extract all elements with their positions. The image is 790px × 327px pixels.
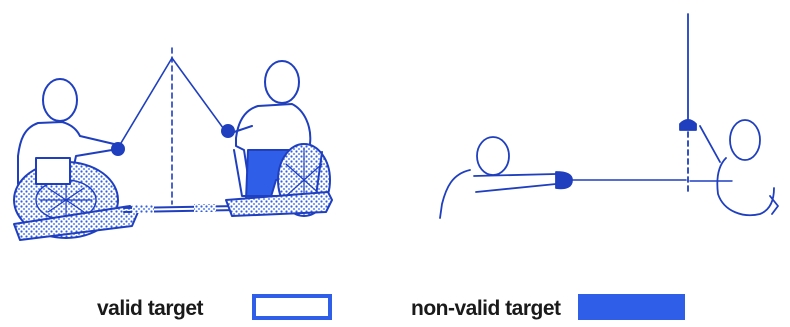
- left-seat: [36, 158, 70, 184]
- defending-fencer-arm: [700, 126, 720, 162]
- right-fencer: [222, 61, 332, 216]
- lunging-fencer-head: [477, 137, 509, 175]
- lunging-fencer-glove: [556, 172, 572, 188]
- left-fencer: [14, 79, 138, 240]
- right-fencer-glove: [222, 125, 234, 137]
- legend-nonvalid-target-swatch: [578, 294, 685, 320]
- defending-fencer-head: [730, 120, 760, 160]
- legend-valid-target-label: valid target: [97, 298, 203, 319]
- lunging-fencer-arm: [474, 174, 556, 192]
- left-fencer-glove: [112, 143, 124, 155]
- right-scene-target-demo: [440, 14, 778, 218]
- left-fencer-head: [43, 79, 77, 121]
- left-scene-wheelchair-fencers: [14, 48, 332, 240]
- right-fencer-head: [265, 61, 299, 103]
- legend-nonvalid-target-label: non-valid target: [411, 298, 561, 319]
- defending-fencer-body: [717, 158, 778, 215]
- left-fencer-blade: [118, 58, 172, 148]
- upright-guard: [680, 120, 696, 130]
- legend-valid-target-swatch: [252, 294, 332, 320]
- right-fencer-blade: [172, 58, 226, 132]
- lunging-fencer-body: [440, 170, 470, 218]
